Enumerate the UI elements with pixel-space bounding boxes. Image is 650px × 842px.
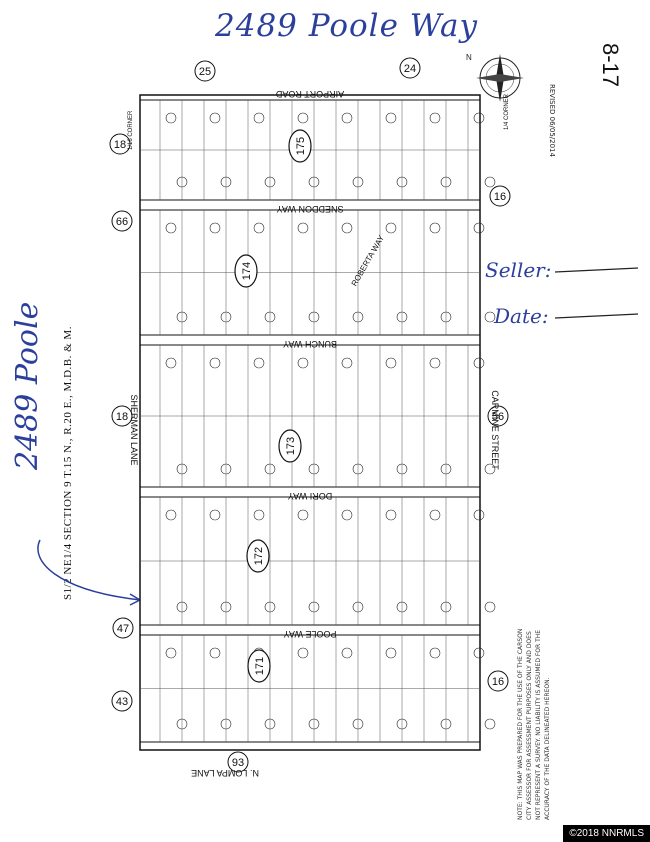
adjacent-map-number: 16	[494, 191, 506, 203]
lompa-lane-label: N. LOMPA LANE	[191, 768, 259, 778]
block-number: 171	[254, 657, 266, 675]
block-number: 175	[295, 137, 307, 155]
adjacent-map-number: 93	[232, 757, 244, 769]
corner-top-left: 1/16 CORNER	[128, 110, 134, 150]
adjacent-map-number: 47	[117, 623, 129, 635]
sneddon-way-label: SNEDDON WAY	[276, 204, 343, 214]
sherman-lane-label: SHERMAN LANE	[129, 394, 139, 465]
roberta-way-label: ROBERTA WAY	[350, 233, 387, 287]
adjacent-map-number: 18	[114, 139, 126, 151]
north-arrow-compass: N	[466, 53, 524, 102]
carmine-street-label: CARMINE STREET	[490, 390, 500, 470]
poole-way-label: POOLE WAY	[283, 629, 336, 639]
block-number: 174	[241, 262, 253, 280]
block-number: 172	[253, 547, 265, 565]
date-label: Date:	[494, 304, 549, 328]
adjacent-map-number: 25	[199, 66, 211, 78]
adjacent-map-number: 24	[404, 63, 416, 75]
seller-label: Seller:	[485, 258, 552, 282]
adjacent-map-number: 16	[492, 676, 504, 688]
block-number: 173	[285, 437, 297, 455]
adjacent-map-number: 66	[116, 216, 128, 228]
copyright-badge: ©2018 NNRMLS	[563, 825, 650, 842]
handwritten-title: 2489 Poole Way	[215, 8, 478, 44]
corner-top-right: 1/4 CORNER	[504, 93, 510, 130]
pointer-arrow	[37, 539, 141, 601]
bunch-way-label: BUNCH WAY	[283, 339, 337, 349]
adjacent-map-number: 18	[116, 411, 128, 423]
adjacent-map-number: 56	[492, 411, 504, 423]
airport-road-label: AIRPORT ROAD	[275, 89, 344, 99]
seller-line	[554, 267, 639, 273]
section-boundary	[139, 94, 481, 751]
date-line	[554, 313, 639, 319]
adjacent-map-number: 43	[116, 696, 128, 708]
north-label: N	[466, 53, 472, 62]
dori-way-label: DORI WAY	[288, 491, 333, 501]
